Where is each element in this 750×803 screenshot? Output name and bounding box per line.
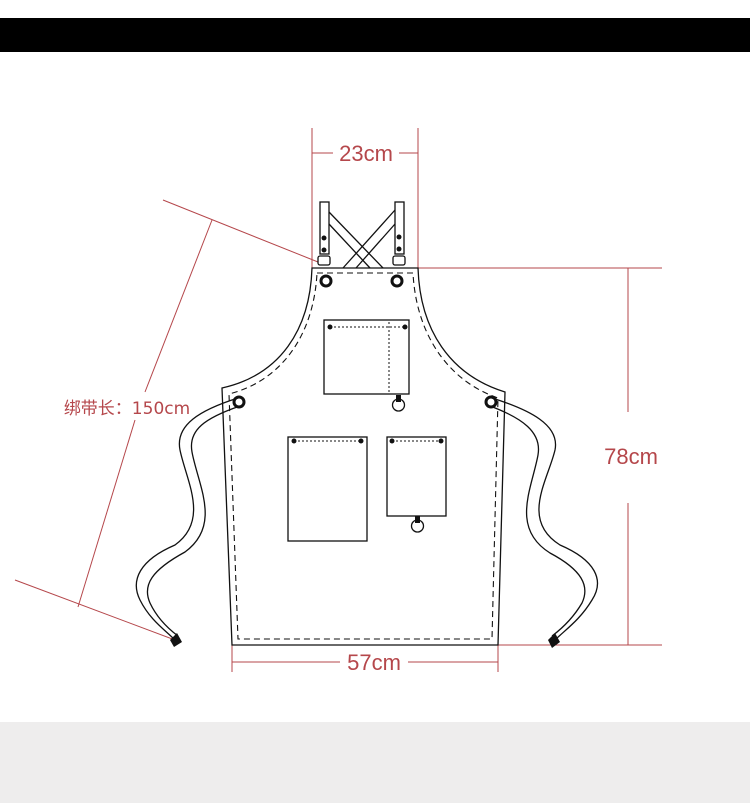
eyelet-icon — [390, 274, 404, 288]
right-pocket — [386, 436, 447, 533]
chest-pocket — [323, 319, 410, 412]
footer-band — [0, 722, 750, 803]
neck-straps — [317, 201, 406, 269]
dimension-height: 78cm — [418, 267, 662, 646]
strap-length-label: 绑带长：150cm — [64, 399, 190, 419]
bottom-width-label: 57cm — [347, 650, 401, 675]
dimension-top-width: 23cm — [311, 128, 419, 268]
top-bar — [0, 18, 750, 52]
height-label: 78cm — [604, 444, 658, 469]
right-waist-tie — [489, 397, 599, 648]
eyelet-icon — [319, 274, 333, 288]
left-pocket — [287, 436, 368, 542]
dimension-bottom-width: 57cm — [231, 645, 499, 675]
apron-body — [221, 267, 506, 646]
top-width-label: 23cm — [339, 141, 393, 166]
left-waist-tie — [135, 397, 241, 647]
dimension-strap-length: 绑带长：150cm — [14, 199, 319, 641]
